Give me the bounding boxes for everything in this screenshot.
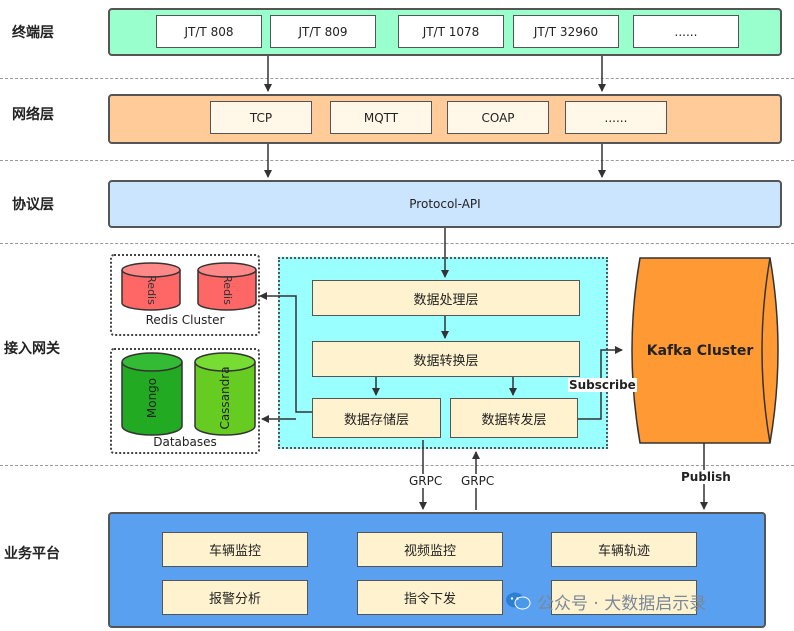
layer-label-business: 业务平台: [4, 546, 60, 562]
edge-label-publish: Publish: [680, 470, 732, 484]
data-processing-layer: 数据处理层: [312, 280, 580, 316]
edge-label-grpc-right: GRPC: [460, 474, 496, 488]
terminal-item-jtt32960: JT/T 32960: [513, 15, 619, 48]
terminal-item-jtt809: JT/T 809: [270, 15, 376, 48]
cassandra-label: Cassandra: [218, 366, 232, 429]
redis-1-label: Redis: [145, 275, 158, 305]
watermark: 公众号 · 大数据启示录: [505, 588, 775, 614]
network-item-tcp: TCP: [210, 101, 312, 134]
mongo-label: Mongo: [145, 378, 159, 418]
service-vehicle-monitor: 车辆监控: [162, 532, 308, 567]
layer-label-network: 网络层: [12, 107, 54, 123]
terminal-item-jtt808: JT/T 808: [156, 15, 262, 48]
service-alarm-analysis: 报警分析: [162, 580, 308, 615]
data-conversion-layer: 数据转换层: [312, 341, 580, 377]
databases-caption: Databases: [153, 435, 217, 449]
mongo-cylinder: Mongo: [121, 352, 183, 436]
divider-1: [0, 78, 794, 79]
data-forwarding-layer: 数据转发层: [450, 398, 578, 438]
service-blank: [551, 580, 697, 615]
edge-label-grpc-left: GRPC: [408, 474, 444, 488]
redis-cylinder-1: Redis: [121, 262, 181, 311]
network-item-more: ......: [565, 101, 667, 134]
service-vehicle-track: 车辆轨迹: [551, 532, 697, 567]
watermark-text: 公众号 · 大数据启示录: [537, 593, 707, 614]
terminal-item-more: ......: [633, 15, 739, 48]
cassandra-cylinder: Cassandra: [194, 352, 256, 436]
edge-label-subscribe: Subscribe: [568, 378, 637, 392]
redis-cylinder-2: Redis: [197, 262, 257, 311]
databases-box: [110, 348, 260, 454]
layer-label-protocol: 协议层: [12, 197, 54, 213]
wechat-icon: [505, 591, 531, 611]
layer-label-gateway: 接入网关: [4, 341, 60, 357]
network-item-coap: COAP: [447, 101, 549, 134]
redis-cluster-caption: Redis Cluster: [145, 313, 225, 327]
divider-3: [0, 243, 794, 244]
redis-2-label: Redis: [221, 275, 234, 305]
divider-4: [0, 465, 794, 466]
protocol-api-band: Protocol-API: [108, 180, 782, 228]
divider-2: [0, 160, 794, 161]
kafka-label: Kafka Cluster: [647, 343, 754, 359]
terminal-item-jtt1078: JT/T 1078: [398, 15, 504, 48]
service-video-monitor: 视频监控: [357, 532, 503, 567]
data-storage-layer: 数据存储层: [312, 398, 441, 438]
service-command-dispatch: 指令下发: [357, 580, 503, 615]
network-item-mqtt: MQTT: [330, 101, 432, 134]
kafka-cluster: Kafka Cluster: [631, 257, 779, 444]
layer-label-terminal: 终端层: [12, 25, 54, 41]
